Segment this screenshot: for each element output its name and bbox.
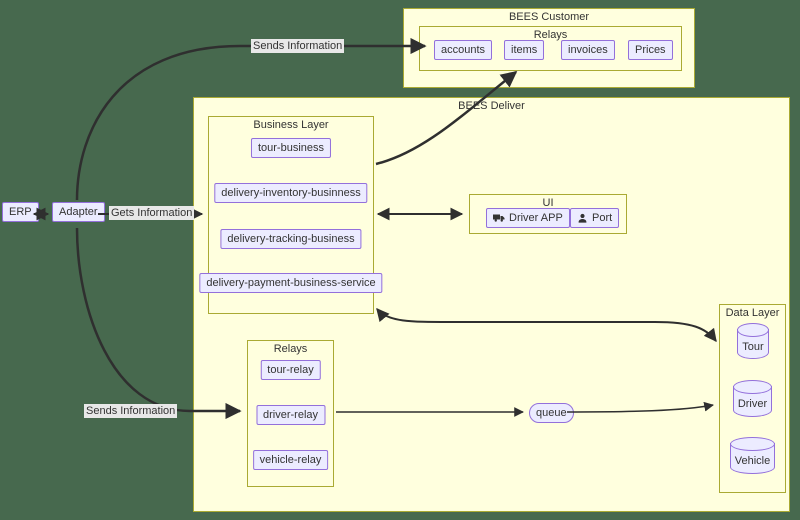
bees-deliver-title: BEES Deliver [458,100,525,112]
node-accounts: accounts [434,40,493,60]
node-items: items [504,40,545,60]
driver-app-label: Driver APP [509,212,563,224]
node-port: Port [570,208,620,228]
node-invoices: invoices [561,40,615,60]
container-ui: UI Driver APP [469,194,627,234]
edge-label-sends-information-top: Sends Information [251,39,345,53]
deliver-relays-title: Relays [273,343,308,355]
data-layer-title: Data Layer [725,307,780,319]
edge-label-gets-information: Gets Information [109,206,195,220]
bees-customer-title: BEES Customer [508,11,590,23]
db-tour: Tour [737,323,769,359]
node-driver-app: Driver APP [486,208,570,228]
customer-relays-title: Relays [533,29,568,41]
node-driver-relay: driver-relay [255,405,326,425]
node-erp: ERP [2,202,39,222]
container-bees-customer: BEES Customer Relays accounts items invo… [403,8,695,88]
container-business-layer: Business Layer tour-business delivery-in… [199,116,383,314]
person-icon [577,213,588,224]
container-data-layer: Data Layer Tour Driver Vehicle [719,304,786,493]
db-vehicle: Vehicle [730,437,775,474]
container-deliver-relays: Relays tour-relay driver-relay vehicle-r… [247,340,334,487]
container-bees-deliver: BEES Deliver Business Layer tour-busines… [193,97,790,512]
node-delivery-tracking-business: delivery-tracking-business [220,229,362,249]
node-delivery-inventory-business: delivery-inventory-businness [214,183,368,203]
node-delivery-payment-business-service: delivery-payment-business-service [199,273,383,293]
port-label: Port [592,212,613,224]
node-adapter: Adapter [52,202,105,222]
business-layer-title: Business Layer [253,119,329,131]
edge-label-sends-information-bottom: Sends Information [84,404,178,418]
truck-icon [493,212,505,224]
ui-title: UI [542,197,554,209]
container-customer-relays: Relays accounts items invoices Prices [419,26,682,71]
db-driver: Driver [733,380,772,417]
node-prices: Prices [628,40,673,60]
node-tour-relay: tour-relay [260,360,321,380]
node-queue: queue [529,403,574,423]
node-tour-business: tour-business [250,138,332,158]
node-vehicle-relay: vehicle-relay [252,450,329,470]
